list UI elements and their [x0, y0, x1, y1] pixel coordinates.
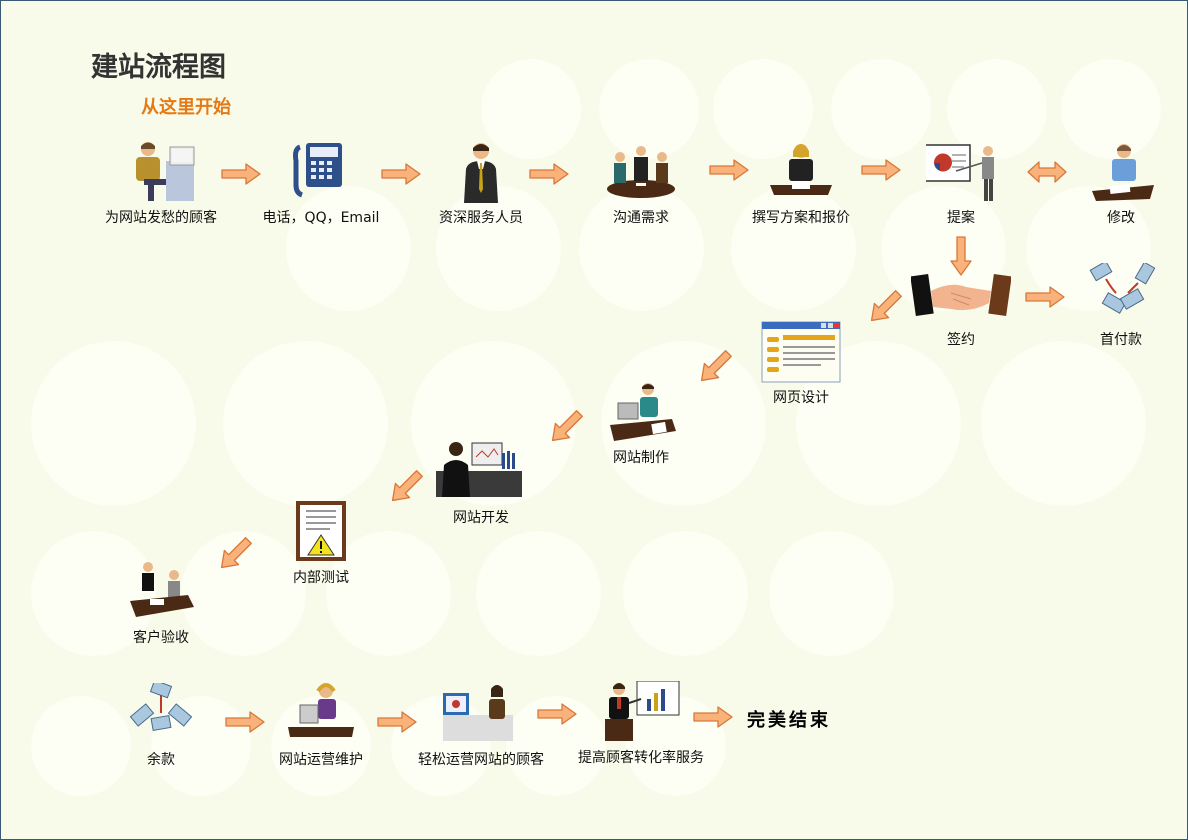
- step-label: 轻松运营网站的顾客: [418, 752, 544, 768]
- web-page-window-icon: [761, 321, 841, 383]
- background-bubble: [223, 341, 388, 506]
- background-bubble: [947, 59, 1047, 159]
- warning-document-icon: [286, 501, 356, 563]
- step-label: 签约: [947, 332, 975, 348]
- background-bubble: [599, 59, 699, 159]
- step-label: 修改: [1107, 210, 1135, 226]
- step-communicate-needs: 沟通需求: [566, 141, 716, 231]
- step-label: 沟通需求: [613, 210, 669, 226]
- step-label: 提高顾客转化率服务: [578, 750, 704, 766]
- background-bubble: [1061, 59, 1161, 159]
- diagram-title: 建站流程图: [91, 52, 226, 83]
- step-conversion-service: 提高顾客转化率服务: [566, 681, 716, 771]
- step-label: 提案: [947, 210, 975, 226]
- background-bubble: [769, 531, 894, 656]
- flow-arrow: [693, 706, 733, 728]
- step-label: 内部测试: [293, 570, 349, 586]
- businessman-icon: [446, 141, 516, 203]
- step-site-production: 网站制作: [566, 381, 716, 471]
- meeting-table-icon: [606, 141, 676, 203]
- developer-monitor-icon: [436, 441, 526, 503]
- step-label: 资深服务人员: [439, 210, 523, 226]
- background-bubble: [481, 59, 581, 159]
- person-at-desk-icon: [606, 381, 676, 443]
- background-bubble: [476, 531, 601, 656]
- background-bubble: [831, 59, 931, 159]
- step-label: 撰写方案和报价: [752, 210, 850, 226]
- step-satisfied-customer: 轻松运营网站的顾客: [406, 683, 556, 773]
- person-writing-icon: [766, 141, 836, 203]
- step-label: 网站制作: [613, 450, 669, 466]
- background-bubble: [579, 186, 704, 311]
- client-review-icon: [126, 561, 196, 623]
- support-headset-icon: [286, 683, 356, 745]
- background-bubble: [31, 696, 131, 796]
- step-client-acceptance: 客户验收: [86, 561, 236, 651]
- step-internal-testing: 内部测试: [246, 501, 396, 591]
- presentation-chart-icon: [926, 141, 996, 203]
- background-bubble: [623, 531, 748, 656]
- step-revise: 修改: [1046, 141, 1187, 231]
- telephone-icon: [286, 141, 356, 203]
- step-site-development: 网站开发: [406, 441, 556, 531]
- background-bubble: [731, 186, 856, 311]
- background-bubble: [31, 531, 156, 656]
- step-final-payment: 余款: [86, 683, 236, 773]
- step-down-payment: 首付款: [1046, 263, 1187, 353]
- person-editing-icon: [1086, 141, 1156, 203]
- step-label: 为网站发愁的顾客: [105, 210, 217, 226]
- step-label: 网页设计: [773, 390, 829, 406]
- background-bubble: [326, 531, 451, 656]
- presenter-chart-icon: [601, 681, 681, 743]
- step-senior-staff: 资深服务人员: [406, 141, 556, 231]
- background-bubble: [391, 696, 491, 796]
- step-web-design: 网页设计: [726, 321, 876, 411]
- background-bubble: [286, 186, 411, 311]
- step-label: 首付款: [1100, 332, 1142, 348]
- step-label: 网站开发: [453, 510, 509, 526]
- step-worried-customer: 为网站发愁的顾客: [86, 141, 236, 231]
- start-label: 从这里开始: [141, 97, 231, 118]
- background-bubble: [31, 341, 196, 506]
- background-bubble: [436, 186, 561, 311]
- person-at-computer-icon: [126, 141, 196, 203]
- step-operation-maintenance: 网站运营维护: [246, 683, 396, 773]
- step-proposal: 提案: [886, 141, 1036, 231]
- background-bubble: [713, 59, 813, 159]
- step-sign-contract: 签约: [886, 263, 1036, 353]
- background-bubble: [981, 341, 1146, 506]
- customer-computer-icon: [441, 683, 521, 745]
- handshake-icon: [911, 263, 1011, 325]
- step-label: 余款: [147, 752, 175, 768]
- step-label: 网站运营维护: [279, 752, 363, 768]
- step-label: 电话，QQ，Email: [262, 210, 380, 226]
- step-label: 客户验收: [133, 630, 189, 646]
- step-write-proposal: 撰写方案和报价: [726, 141, 876, 231]
- end-label: 完美结束: [747, 710, 831, 731]
- money-icon: [1086, 263, 1156, 325]
- money-icon: [126, 683, 196, 745]
- step-contact-channels: 电话，QQ，Email: [246, 141, 396, 231]
- background-bubble: [151, 696, 251, 796]
- flow-arrow: [529, 163, 569, 185]
